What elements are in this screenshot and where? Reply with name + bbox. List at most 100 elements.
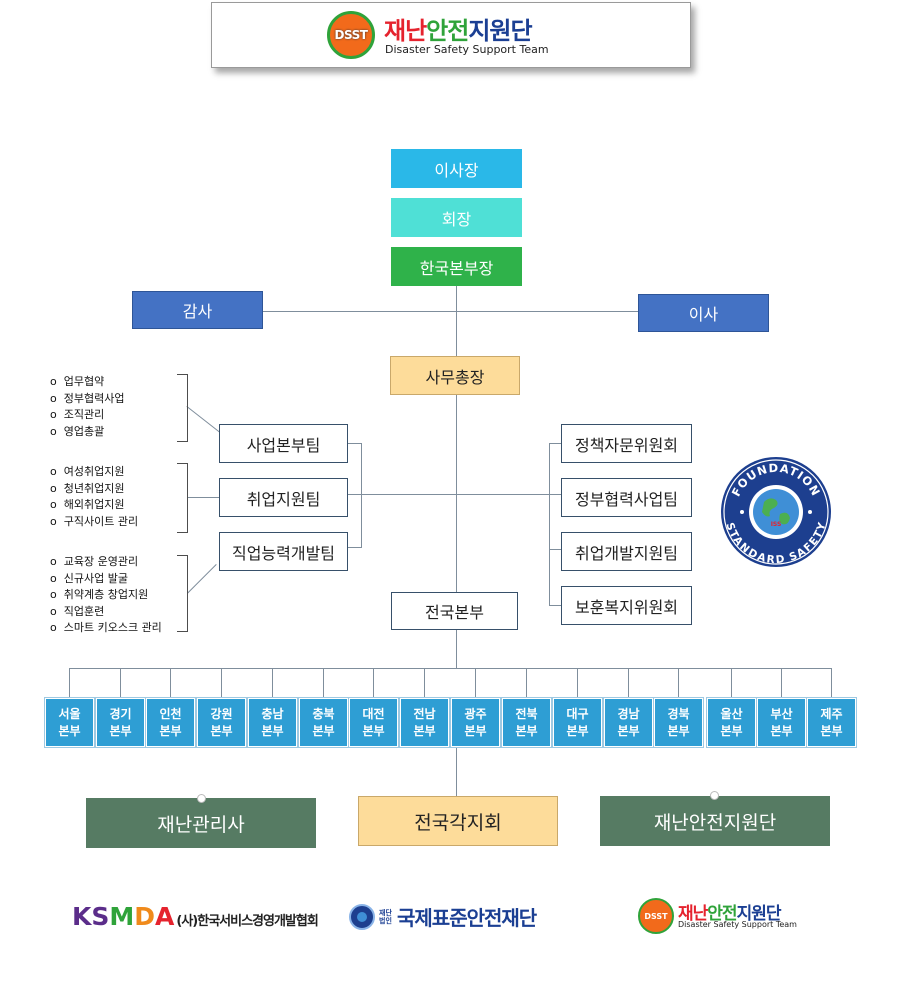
connector-bottom-down <box>456 748 457 796</box>
region-name: 대전 <box>362 706 385 721</box>
connector-right-team-3 <box>549 549 561 550</box>
ksmda-letter-m: M <box>109 902 135 931</box>
dsst-logo-icon: DSST <box>327 11 375 59</box>
region-suffix: 본부 <box>362 723 385 738</box>
chairman-board-box: 이사장 <box>391 149 522 188</box>
region-name: 충남 <box>261 706 284 721</box>
connector-right-team-2 <box>549 494 561 495</box>
duty-bracket-3 <box>177 555 188 632</box>
veterans-welfare-committee-box: 보훈복지위원회 <box>561 586 692 625</box>
ksmda-letter-s: S <box>91 902 110 931</box>
region-name: 강원 <box>210 706 233 721</box>
connector-audit-horizontal <box>263 311 638 312</box>
list-item: o 스마트 키오스크 관리 <box>50 621 162 634</box>
list-item: o 정부협력사업 <box>50 391 125 405</box>
duty-bracket-2 <box>177 463 188 533</box>
connector-region-drop <box>526 668 527 698</box>
region-suffix: 본부 <box>617 723 640 738</box>
connector-region-drop <box>628 668 629 698</box>
list-item: o 신규사업 발굴 <box>50 571 128 585</box>
region-suffix: 본부 <box>109 723 132 738</box>
foundation-mini-seal-icon <box>349 903 375 930</box>
korea-hq-head-box: 한국본부장 <box>391 247 522 286</box>
region-name: 전남 <box>413 706 436 721</box>
region-name: 충북 <box>312 706 335 721</box>
header-logo-card: DSST 재난안전지원단 Disaster Safety Support Tea… <box>211 2 691 68</box>
secretary-general-box: 사무총장 <box>390 356 520 395</box>
ksmda-logo: KSMDA(사)한국서비스경영개발협회 <box>72 902 319 931</box>
connector-right-team-1 <box>549 443 561 444</box>
connector-region-drop <box>424 668 425 698</box>
connector-region-drop <box>272 668 273 698</box>
connector-region-drop <box>831 668 832 698</box>
list-item: o 청년취업지원 <box>50 481 125 495</box>
connector-right-team-v <box>549 443 550 606</box>
dsst-footer-title: 재난안전지원단 <box>678 904 781 924</box>
title-part-green: 안전 <box>426 17 469 45</box>
region-suffix: 본부 <box>720 723 743 738</box>
connector-region-drop <box>69 668 70 698</box>
foundation-footer-logo: 재단법인 국제표준안전재단 <box>349 902 537 931</box>
connector-national-down <box>456 630 457 668</box>
connector-region-drop <box>577 668 578 698</box>
dsst-footer-mark: DSST <box>644 911 668 921</box>
list-item: o 해외취업지원 <box>50 498 125 511</box>
employment-dev-support-team-box: 취업개발지원팀 <box>561 532 692 571</box>
region-name: 전북 <box>515 706 538 721</box>
list-item: o 구직사이트 관리 <box>50 514 139 528</box>
connector-duty-2 <box>187 497 220 498</box>
region-suffix: 본부 <box>159 723 182 738</box>
region-name: 경북 <box>667 706 690 721</box>
vocational-dev-team-box: 직업능력개발팀 <box>219 532 348 571</box>
list-item: o 조직관리 <box>50 408 105 421</box>
region-suffix: 본부 <box>210 723 233 738</box>
header-subtitle: Disaster Safety Support Team <box>385 43 549 56</box>
logo-mark-text: DSST <box>334 28 368 42</box>
connector-region-drop <box>475 668 476 698</box>
connector-main-vertical <box>456 285 457 595</box>
header-title: 재난안전지원단 <box>384 11 533 46</box>
connector-right-team-4 <box>549 605 561 606</box>
ksmda-letter-d: D <box>134 902 156 931</box>
auditor-box: 감사 <box>132 291 263 329</box>
connector-left-team-v <box>361 443 362 547</box>
connector-region-drop <box>678 668 679 698</box>
director-box: 이사 <box>638 294 769 332</box>
ksmda-letter-k: K <box>72 902 92 931</box>
region-name: 대구 <box>566 706 589 721</box>
business-hq-team-box: 사업본부팀 <box>219 424 348 463</box>
employment-support-team-box: 취업지원팀 <box>219 478 348 517</box>
connector-region-drop <box>120 668 121 698</box>
connector-duty-3 <box>187 564 217 594</box>
foundation-prefix: 재단법인 <box>379 908 392 925</box>
chairman-box: 회장 <box>391 198 522 237</box>
dsst-footer-subtitle: Disaster Safety Support Team <box>678 920 797 929</box>
connector-left-team-1 <box>348 443 362 444</box>
connector-dot-right <box>710 791 719 800</box>
foundation-seal: FOUNDATION STANDARD SAFETY ISS <box>720 456 832 568</box>
region-suffix: 본부 <box>820 723 843 738</box>
duty-list-2: o 여성취업지원 o 청년취업지원 o 해외취업지원 o 구직사이트 관리 <box>50 464 138 530</box>
duty-list-3: o 교육장 운영관리 o 신규사업 발굴 o 취약계층 창업지원 o 직업훈련 … <box>50 554 162 637</box>
connector-region-drop <box>781 668 782 698</box>
list-item: o 업무협약 <box>50 375 105 388</box>
region-suffix: 본부 <box>58 723 81 738</box>
list-item: o 영업총괄 <box>50 424 105 438</box>
duty-list-1: o 업무협약 o 정부협력사업 o 조직관리 o 영업총괄 <box>50 374 124 440</box>
region-name: 서울 <box>58 706 81 721</box>
list-item: o 교육장 운영관리 <box>50 555 139 568</box>
connector-dot-left <box>197 794 206 803</box>
region-suffix: 본부 <box>413 723 436 738</box>
region-suffix: 본부 <box>261 723 284 738</box>
region-name: 울산 <box>720 706 743 721</box>
region-suffix: 본부 <box>464 723 487 738</box>
region-name: 경남 <box>617 706 640 721</box>
